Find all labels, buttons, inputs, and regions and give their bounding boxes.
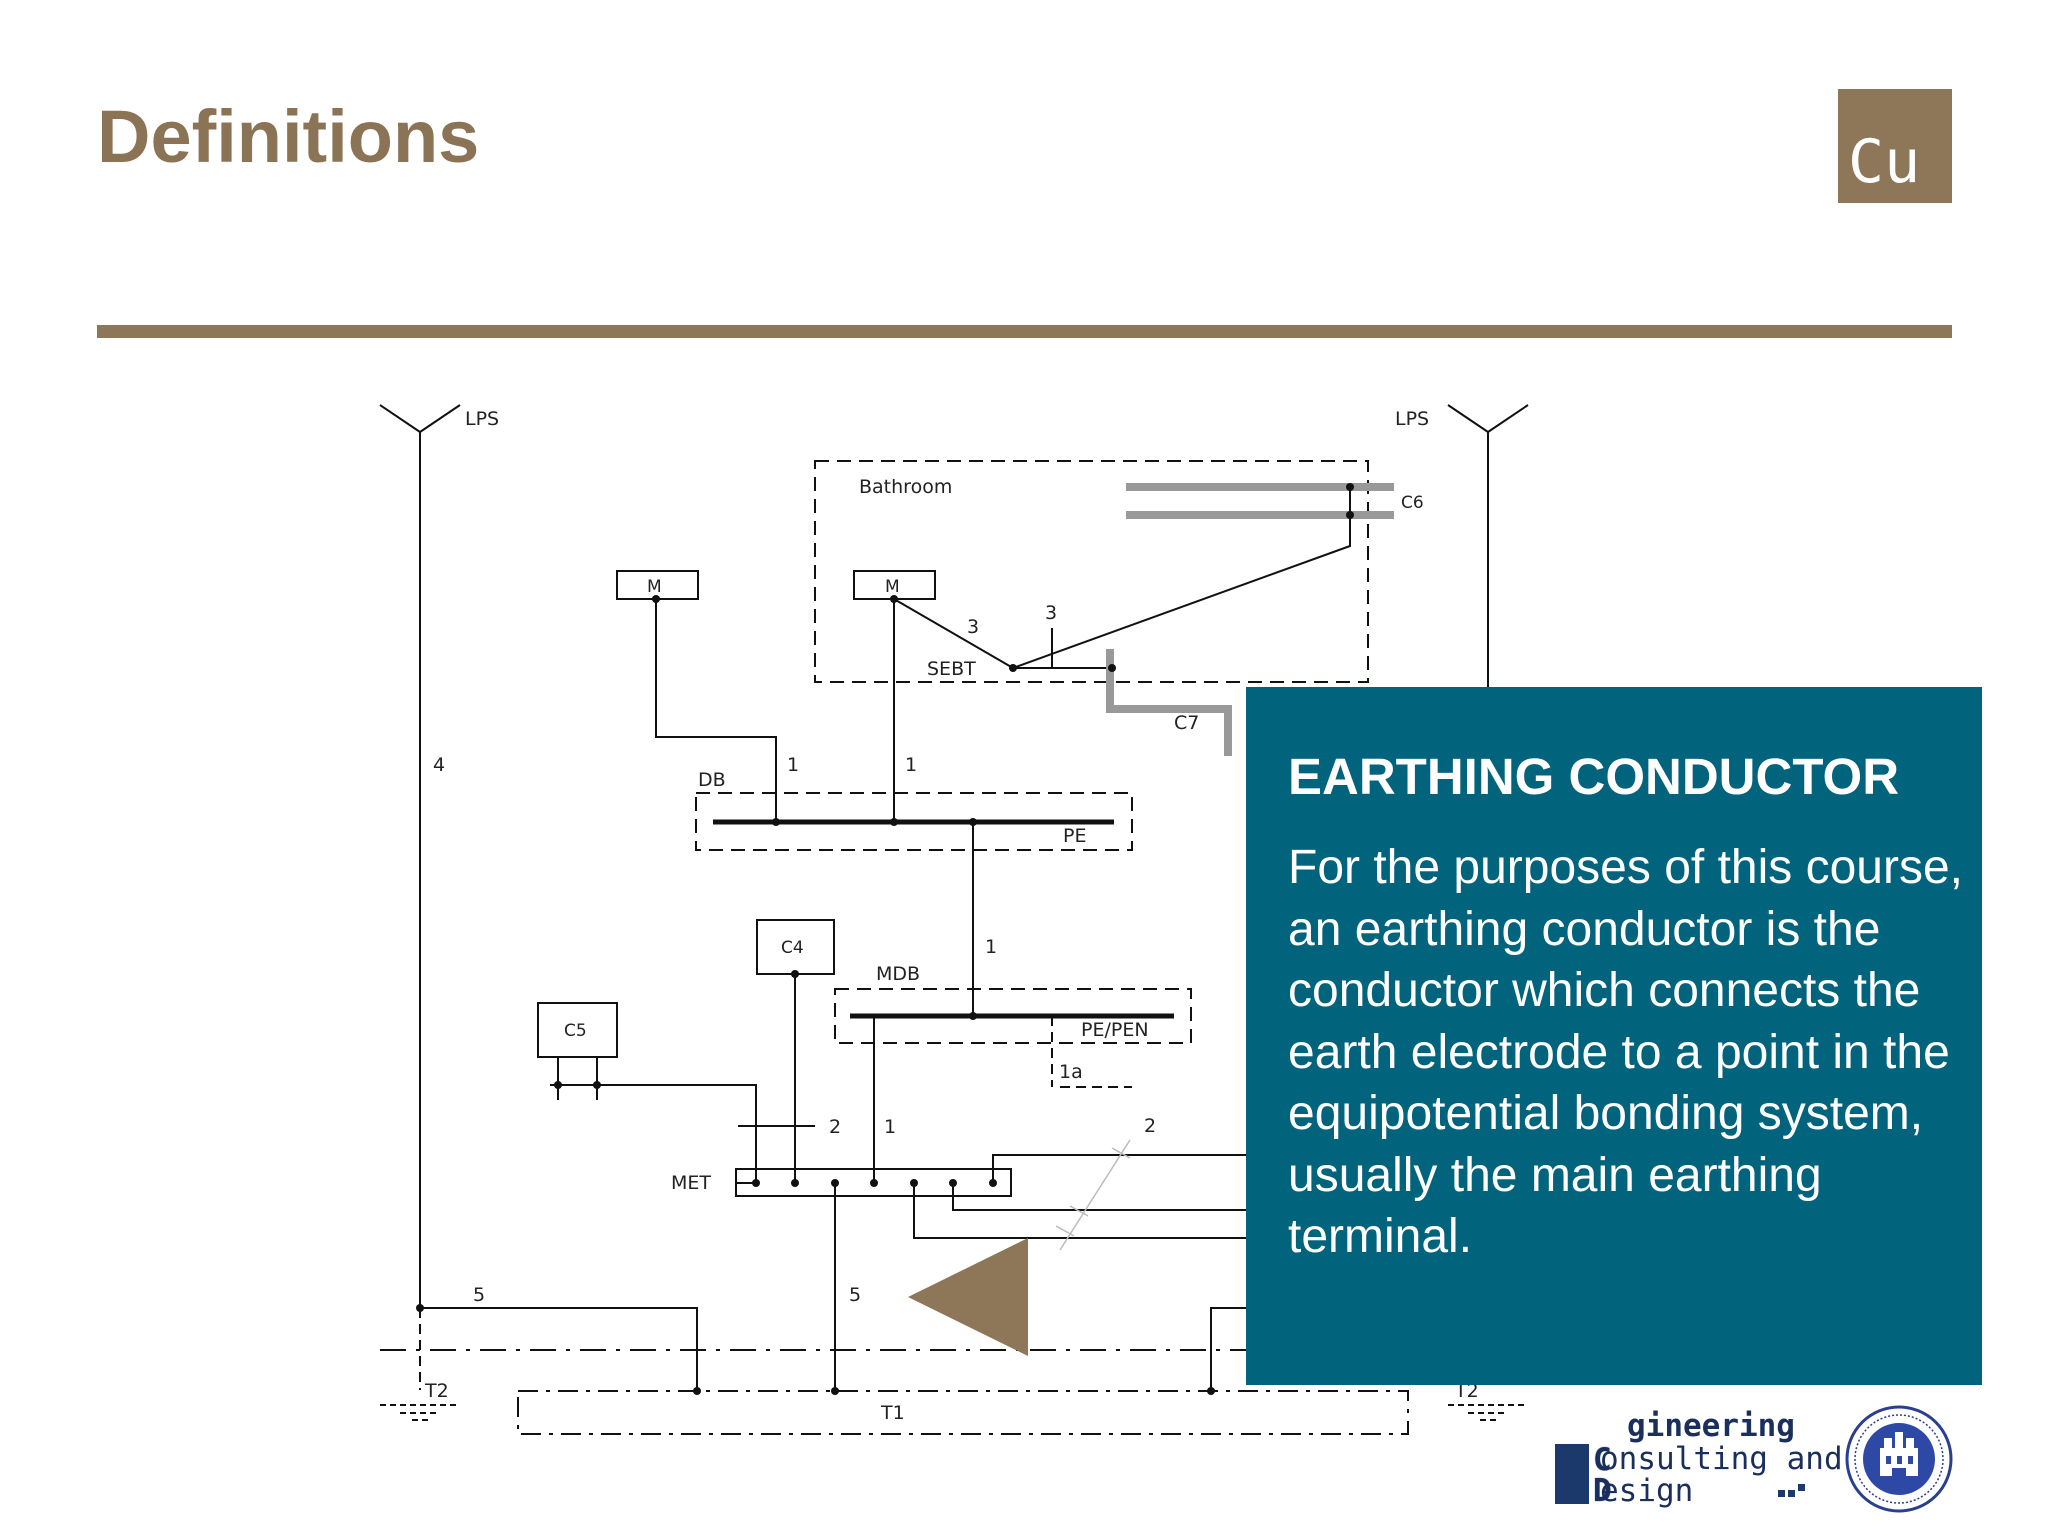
- junction-dot: [890, 818, 898, 826]
- hatch-ticks: [1055, 1147, 1131, 1237]
- label-c6: C6: [1401, 493, 1424, 513]
- label-m-left: M: [647, 577, 662, 597]
- m-right-to-sebt: [893, 598, 1014, 669]
- junction-dot: [969, 818, 977, 826]
- label-two-b: 2: [1144, 1115, 1156, 1137]
- junction-dot: [831, 1387, 839, 1395]
- junction-dot: [416, 1304, 424, 1312]
- t2-left-symbol: [380, 1404, 460, 1421]
- junction-dot: [949, 1179, 957, 1187]
- junction-dot: [791, 970, 799, 978]
- label-one-b: 1: [905, 754, 917, 776]
- junction-dot: [791, 1179, 799, 1187]
- label-pe: PE: [1063, 825, 1086, 847]
- right-drop-to-t1: [1210, 1307, 1250, 1391]
- c7-pipe: [1106, 649, 1232, 756]
- ecd-logo-letter-1: C: [1593, 1442, 1612, 1478]
- label-c7: C7: [1174, 712, 1199, 734]
- ecd-logo-dots-icon: [1778, 1484, 1808, 1504]
- junction-dot: [1009, 664, 1017, 672]
- t2-right-symbol: [1448, 1404, 1528, 1421]
- label-m-right: M: [885, 577, 900, 597]
- junction-dot: [593, 1081, 601, 1089]
- label-met: MET: [671, 1172, 711, 1194]
- junction-dot: [870, 1179, 878, 1187]
- junction-dot: [1108, 664, 1116, 672]
- label-three-b: 3: [1045, 602, 1057, 624]
- label-one-a-sub: 1a: [1059, 1061, 1083, 1083]
- label-one-d: 1: [884, 1116, 896, 1138]
- ecd-logo-word-2: onsulting and: [1600, 1441, 1843, 1477]
- mdb-box: [834, 988, 1192, 1044]
- c5-legs: [550, 1057, 605, 1100]
- label-one-c: 1: [985, 936, 997, 958]
- one-a-branch: [1051, 1016, 1132, 1088]
- met-line-top: [992, 1154, 1250, 1183]
- title-underline: [97, 325, 1952, 338]
- junction-dot: [1346, 511, 1354, 519]
- met-line-low: [913, 1183, 1250, 1239]
- label-t1: T1: [880, 1402, 905, 1424]
- label-four: 4: [433, 754, 445, 776]
- label-two-a: 2: [829, 1116, 841, 1138]
- junction-dot: [693, 1387, 701, 1395]
- junction-dot: [1207, 1387, 1215, 1395]
- t1-box: [517, 1390, 1409, 1435]
- label-t2-left: T2: [424, 1380, 449, 1402]
- junction-dot: [554, 1081, 562, 1089]
- junction-dot: [831, 1179, 839, 1187]
- junction-dot: [752, 1179, 760, 1187]
- ecd-logo-letter-2: D: [1593, 1473, 1612, 1509]
- c5-to-met: [597, 1084, 757, 1183]
- definition-panel: EARTHING CONDUCTOR For the purposes of t…: [1246, 687, 1982, 1385]
- lps-left-to-t1: [420, 1307, 698, 1391]
- db-box: [695, 792, 1133, 851]
- cu-logo: Cu: [1838, 89, 1952, 203]
- c5-box: [537, 1002, 618, 1058]
- ecd-logo-word-1: gineering: [1627, 1408, 1795, 1444]
- hatch-line: [1059, 1139, 1131, 1251]
- junction-dot: [989, 1179, 997, 1187]
- lps-right-symbol: [1447, 404, 1529, 688]
- label-mdb: MDB: [876, 963, 920, 985]
- label-lps-left: LPS: [465, 408, 499, 430]
- label-bathroom: Bathroom: [859, 476, 952, 498]
- lps-left-symbol: [379, 404, 461, 1308]
- slide-title: Definitions: [97, 95, 480, 178]
- met-line-mid: [952, 1183, 1250, 1211]
- junction-dot: [890, 595, 898, 603]
- label-c4: C4: [781, 938, 804, 958]
- m-left-to-db: [655, 599, 777, 822]
- bathroom-box: [814, 460, 1369, 683]
- university-seal-icon: [1845, 1405, 1953, 1513]
- junction-dot: [772, 818, 780, 826]
- definition-heading: EARTHING CONDUCTOR: [1288, 748, 1900, 805]
- ecd-logo: gineering C onsulting and D esign: [1555, 1408, 1843, 1510]
- label-lps-right: LPS: [1395, 408, 1429, 430]
- junction-dot: [910, 1179, 918, 1187]
- junction-dot: [652, 595, 660, 603]
- definition-body: For the purposes of this course, an eart…: [1288, 841, 1963, 1263]
- junction-dot: [1346, 483, 1354, 491]
- ecd-logo-word-3: esign: [1600, 1473, 1694, 1509]
- label-pe-pen: PE/PEN: [1081, 1019, 1149, 1041]
- label-t2-right: T2: [1454, 1380, 1479, 1402]
- cu-logo-text: Cu: [1848, 127, 1921, 197]
- junction-dot: [969, 1012, 977, 1020]
- label-c5: C5: [564, 1021, 587, 1041]
- label-three-a: 3: [967, 616, 979, 638]
- label-sebt: SEBT: [927, 658, 976, 680]
- label-one-a: 1: [787, 754, 799, 776]
- label-five-b: 5: [849, 1284, 861, 1306]
- label-five-a: 5: [473, 1284, 485, 1306]
- ecd-logo-block-icon: [1555, 1444, 1589, 1504]
- label-db: DB: [698, 769, 726, 791]
